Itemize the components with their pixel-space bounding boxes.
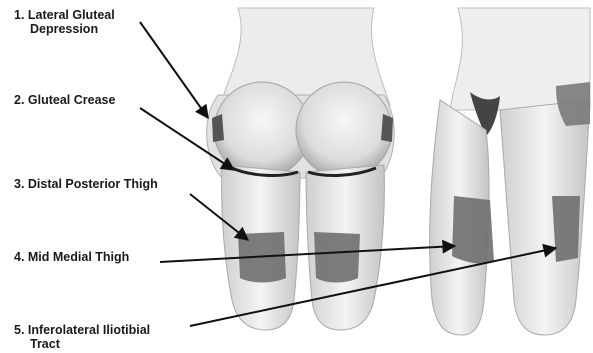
label-mid-medial-thigh: 4. Mid Medial Thigh: [14, 250, 129, 264]
leader-line-1: [140, 22, 208, 118]
leader-line-4: [160, 246, 455, 262]
mid-medial-thigh-region: [452, 196, 494, 264]
posterior-body: [207, 8, 395, 330]
label-3-line-1: 3. Distal Posterior Thigh: [14, 177, 158, 191]
lateral-gluteal-depression-right: [381, 114, 393, 142]
label-5-line-2: Tract: [14, 337, 150, 351]
anterior-body: [430, 8, 590, 335]
inferolateral-iliotibial-tract-region: [552, 196, 580, 262]
label-4-line-1: 4. Mid Medial Thigh: [14, 250, 129, 264]
label-inferolateral-iliotibial-tract: 5. Inferolateral Iliotibial Tract: [14, 323, 150, 351]
label-5-line-1: 5. Inferolateral Iliotibial: [14, 323, 150, 337]
label-gluteal-crease: 2. Gluteal Crease: [14, 93, 115, 107]
label-2-line-1: 2. Gluteal Crease: [14, 93, 115, 107]
lateral-gluteal-depression-left: [212, 114, 224, 142]
label-1-line-1: 1. Lateral Gluteal: [14, 8, 115, 22]
label-lateral-gluteal-depression: 1. Lateral Gluteal Depression: [14, 8, 115, 36]
label-1-line-2: Depression: [14, 22, 115, 36]
right-buttock: [296, 82, 392, 178]
distal-posterior-thigh-right: [314, 232, 360, 283]
label-distal-posterior-thigh: 3. Distal Posterior Thigh: [14, 177, 158, 191]
